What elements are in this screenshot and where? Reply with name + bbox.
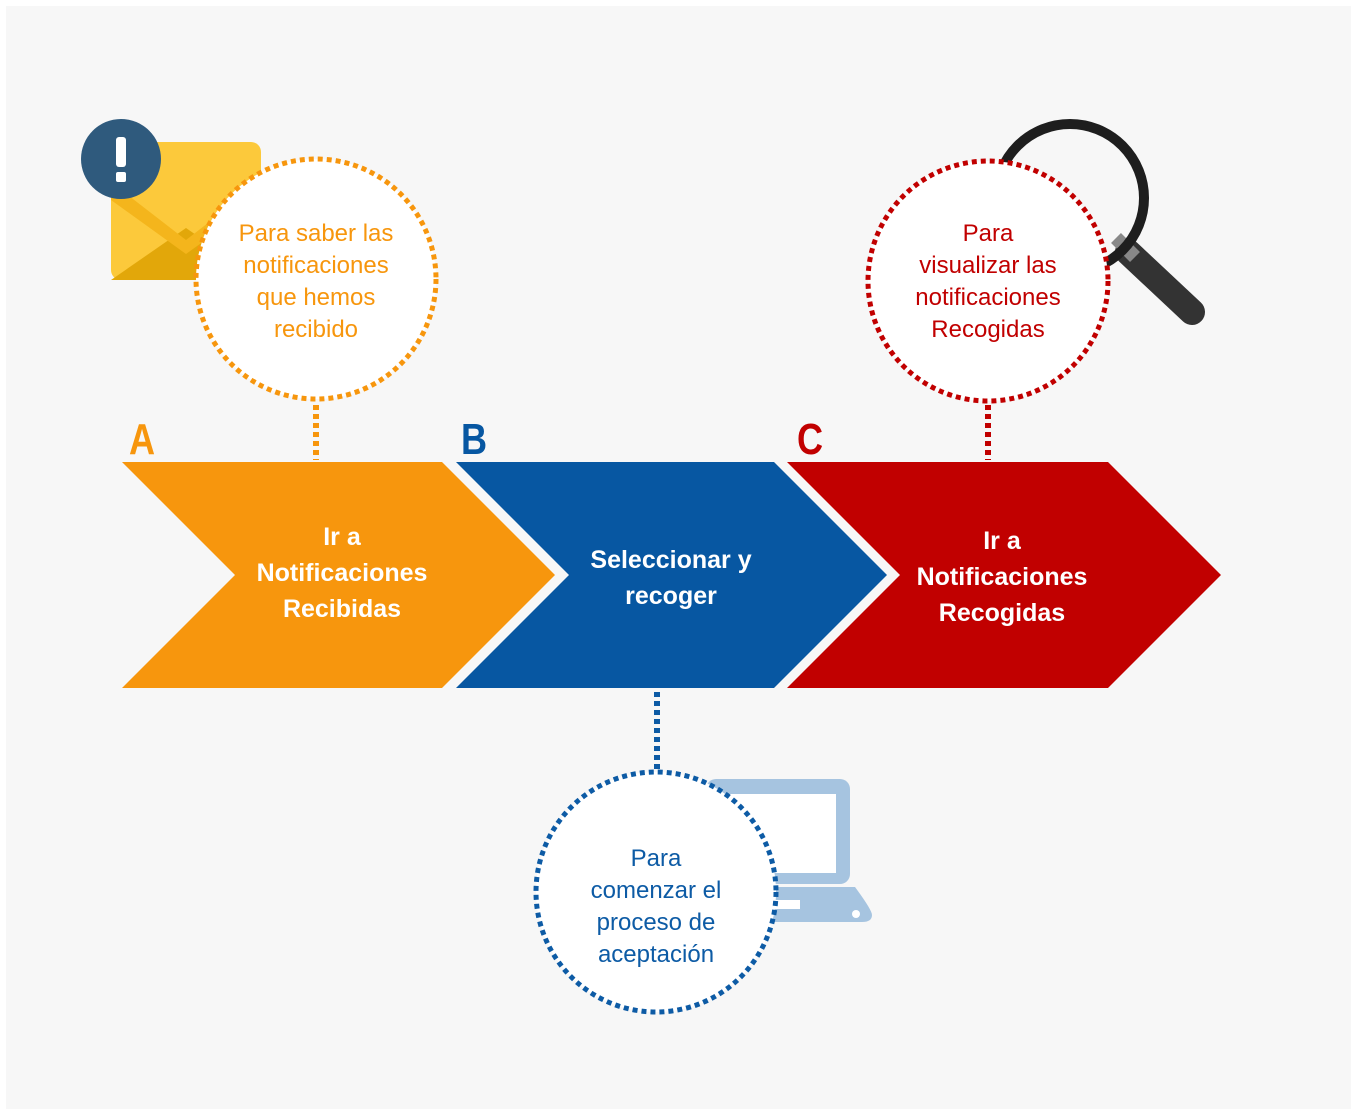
bubble-a-line4: recibido bbox=[273, 316, 359, 343]
step-b-arrow bbox=[456, 462, 887, 688]
diagram-canvas: A B C Ir a Notificaciones Recibidas Sele… bbox=[6, 6, 1351, 1109]
step-a-label-line1: Ir a bbox=[323, 523, 361, 551]
step-a-label-line3: Recibidas bbox=[282, 595, 402, 623]
step-c-label: Ir a Notificaciones Recogidas bbox=[872, 523, 1132, 631]
bubble-b-circle bbox=[533, 769, 779, 1015]
bubble-b-line1: Para bbox=[630, 845, 682, 872]
step-b-letter: B bbox=[461, 415, 488, 464]
bubble-a-line1: Para saber las bbox=[238, 220, 394, 247]
bubble-a-text: Para saber las notificaciones que hemos … bbox=[206, 218, 426, 346]
bubble-a-line2: notificaciones bbox=[243, 252, 389, 279]
step-c-label-line1: Ir a bbox=[983, 527, 1021, 555]
step-b-label: Seleccionar y recoger bbox=[541, 542, 801, 614]
step-a-label: Ir a Notificaciones Recibidas bbox=[212, 519, 472, 627]
step-c-arrow bbox=[787, 462, 1221, 688]
bubble-a-circle bbox=[193, 156, 439, 402]
bubble-c-line2: visualizar las bbox=[919, 252, 1057, 279]
step-c-label-line2: Notificaciones bbox=[916, 563, 1088, 591]
step-b-label-line1: Seleccionar y bbox=[590, 546, 752, 574]
bubble-b-line2: comenzar el bbox=[590, 877, 722, 904]
bubble-a-line3: que hemos bbox=[256, 284, 376, 311]
step-c-label-line3: Recogidas bbox=[938, 599, 1066, 627]
bubble-b-line3: proceso de bbox=[596, 909, 716, 936]
step-c-letter: C bbox=[797, 415, 824, 464]
bubble-c-text: Para visualizar las notificaciones Recog… bbox=[878, 218, 1098, 346]
step-a-arrow bbox=[122, 462, 555, 688]
bubble-b-text: Para comenzar el proceso de aceptación bbox=[546, 843, 766, 971]
bubble-c-line4: Recogidas bbox=[931, 316, 1045, 343]
step-b-label-line2: recoger bbox=[625, 582, 717, 610]
bubble-b-line4: aceptación bbox=[597, 941, 715, 968]
step-a-letter: A bbox=[129, 415, 156, 464]
bubble-c-line1: Para bbox=[962, 220, 1014, 247]
bubble-c-circle bbox=[865, 158, 1111, 404]
bubble-c-line3: notificaciones bbox=[915, 284, 1061, 311]
step-a-label-line2: Notificaciones bbox=[256, 559, 428, 587]
